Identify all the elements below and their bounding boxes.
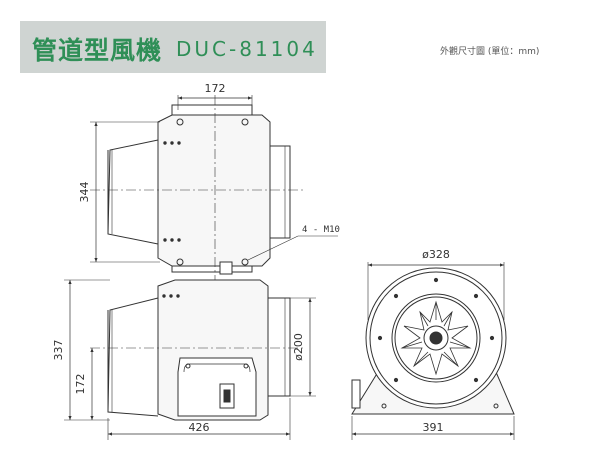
dim-front-diameter: ø328 — [422, 248, 450, 261]
title-banner — [20, 21, 326, 73]
dim-top-width: 172 — [205, 82, 226, 95]
side-view — [64, 279, 316, 440]
dim-front-width: 391 — [423, 421, 444, 434]
front-view — [351, 262, 515, 440]
dim-top-height: 344 — [78, 182, 91, 203]
model-number: DUC-81104 — [176, 37, 318, 61]
unit-note: 外觀尺寸圖 (單位：mm) — [440, 47, 540, 57]
dim-side-lower-height: 172 — [74, 374, 87, 395]
page-title: 管道型風機 — [32, 36, 163, 65]
top-view — [90, 95, 338, 285]
dim-inlet-diameter: ø200 — [292, 333, 305, 361]
bolt-label: 4 - M10 — [302, 225, 340, 235]
dim-side-length: 426 — [189, 421, 210, 434]
dim-side-height: 337 — [52, 340, 65, 361]
